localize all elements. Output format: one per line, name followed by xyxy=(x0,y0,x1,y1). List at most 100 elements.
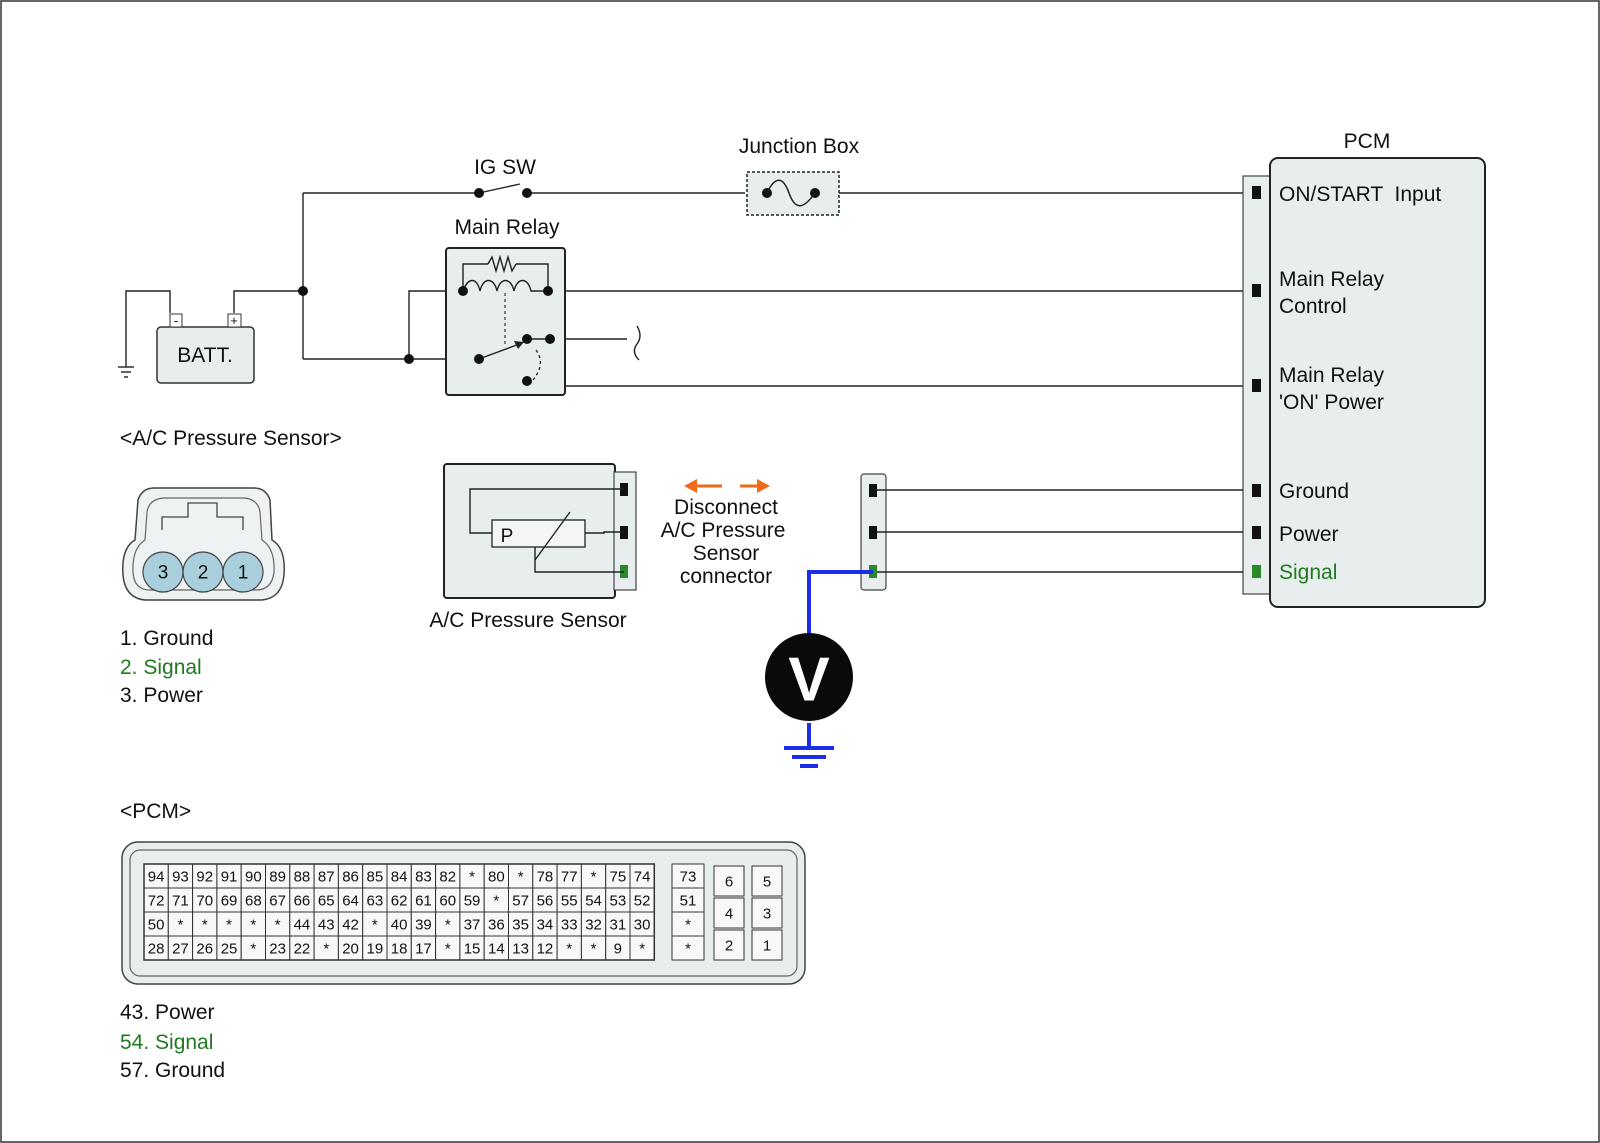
pcm-pin-2: 2 xyxy=(725,938,733,955)
pcm-pin-61: 61 xyxy=(415,893,432,910)
pcm-pin-cell xyxy=(629,911,655,937)
pcm-pin-35: 35 xyxy=(512,917,529,934)
pcm-pin-cell xyxy=(216,863,242,889)
pcm-pin-cell xyxy=(459,863,485,889)
pcm-pin-26: 26 xyxy=(196,941,213,958)
pcm-pin-main-relay-control-1: Main Relay xyxy=(1279,268,1385,291)
pcm-pin-cell xyxy=(532,887,558,913)
pcm-pin-86: 86 xyxy=(342,869,359,886)
pcm-pin-36: 36 xyxy=(488,917,505,934)
pcm-pin-power: Power xyxy=(1279,523,1339,546)
pcm-pin-cell xyxy=(532,935,558,961)
voltmeter-label: V xyxy=(788,646,829,715)
pcm-pin-68: 68 xyxy=(245,893,262,910)
sensor-pin-3: 3 xyxy=(158,563,169,584)
pcm-pin-main-relay-on-power-2: 'ON' Power xyxy=(1279,391,1384,414)
battery-positive-label: + xyxy=(230,313,238,328)
pcm-pin-84: 84 xyxy=(391,869,408,886)
power-wiring xyxy=(118,183,1243,387)
pcm-pin-88: 88 xyxy=(294,869,311,886)
ac-pressure-sensor: P xyxy=(443,463,637,599)
pcm-pin-unused: * xyxy=(275,917,281,934)
pcm-pin-52: 52 xyxy=(634,893,651,910)
pcm-pin-56: 56 xyxy=(537,893,554,910)
pcm-pin-4: 4 xyxy=(725,906,733,923)
pcm-pin-57: 57 xyxy=(512,893,529,910)
pcm-pin-34: 34 xyxy=(537,917,554,934)
pcm-pin-62: 62 xyxy=(391,893,408,910)
pcm-pin-54: 54 xyxy=(585,893,602,910)
pcm-pin-94: 94 xyxy=(148,869,165,886)
pcm-pin-43: 43 xyxy=(318,917,335,934)
pcm-pin-15: 15 xyxy=(464,941,481,958)
pcm-pin-83: 83 xyxy=(415,869,432,886)
pcm-pin-3: 3 xyxy=(763,906,771,923)
pcm-pin-55: 55 xyxy=(561,893,578,910)
pcm-pin-23: 23 xyxy=(269,941,286,958)
pcm-grid-border xyxy=(143,863,656,961)
harness-connector xyxy=(860,473,1243,591)
pcm-pin-75: 75 xyxy=(610,869,627,886)
pcm-pin-on-start: ON/START Input xyxy=(1279,183,1441,206)
pcm-pin-unused: * xyxy=(250,941,256,958)
sensor-legend-power: 3. Power xyxy=(120,684,203,707)
pcm-pin-terminals xyxy=(1252,186,1261,578)
pcm-pin-66: 66 xyxy=(294,893,311,910)
pcm-pin-59: 59 xyxy=(464,893,481,910)
pcm-pin-6: 6 xyxy=(725,874,733,891)
pcm-pin-92: 92 xyxy=(196,869,213,886)
pcm-pin-31: 31 xyxy=(610,917,627,934)
pcm-legend-power: 43. Power xyxy=(120,1001,215,1024)
pcm-pin-42: 42 xyxy=(342,917,359,934)
pcm-pin-cell xyxy=(240,863,266,889)
pcm-pin-unused: * xyxy=(518,869,524,886)
pcm-pin-87: 87 xyxy=(318,869,335,886)
pcm-pin-unused: * xyxy=(445,941,451,958)
pcm-pin-5: 5 xyxy=(763,874,771,891)
pcm-pin-cell xyxy=(167,911,194,937)
pcm-pin-85: 85 xyxy=(367,869,384,886)
disconnect-note-line1: Disconnect xyxy=(674,496,778,519)
pcm-pin-cell xyxy=(289,935,315,961)
pcm-pin-cell xyxy=(629,887,655,913)
pcm-pin-cell xyxy=(216,911,242,937)
pcm-pin-unused: * xyxy=(323,941,329,958)
pcm-pin-cell xyxy=(313,911,339,937)
sensor-p-label: P xyxy=(501,526,514,547)
pcm-pin-cell xyxy=(337,863,364,889)
pcm-pin-12: 12 xyxy=(537,941,554,958)
pcm-pin-cell xyxy=(713,865,745,897)
pcm-pin-69: 69 xyxy=(221,893,238,910)
pcm-pin-63: 63 xyxy=(367,893,384,910)
pcm-pin-1: 1 xyxy=(763,938,771,955)
pcm-pin-cell xyxy=(337,911,364,937)
pcm-pin-cell xyxy=(556,887,582,913)
pcm-pin-39: 39 xyxy=(415,917,432,934)
pcm-pin-cell xyxy=(671,911,705,937)
pcm-pin-20: 20 xyxy=(342,941,359,958)
pcm-pin-74: 74 xyxy=(634,869,651,886)
pcm-pin-18: 18 xyxy=(391,941,408,958)
ig-switch-contact xyxy=(474,188,484,198)
pcm-pin-cell xyxy=(580,887,607,913)
pcm-pin-unused: * xyxy=(469,869,475,886)
ac-sensor-connector-face: 3 2 1 xyxy=(122,487,285,601)
pcm-pin-cell xyxy=(265,887,291,913)
pcm-pin-73: 73 xyxy=(680,869,697,886)
pcm-pin-ground: Ground xyxy=(1279,480,1349,503)
voltmeter: V xyxy=(765,570,873,768)
pcm-pin-cell xyxy=(751,865,783,897)
pcm-pin-cell xyxy=(751,929,783,961)
disconnect-note-line2: A/C Pressure xyxy=(661,519,786,542)
pcm-pin-cell xyxy=(671,935,705,961)
pcm-pin-40: 40 xyxy=(391,917,408,934)
pcm-pin-cell xyxy=(240,911,266,937)
pcm-pin-cell xyxy=(192,887,218,913)
battery-label: BATT. xyxy=(177,344,233,367)
pcm-pin-33: 33 xyxy=(561,917,578,934)
pcm-pin-65: 65 xyxy=(318,893,335,910)
pcm-pin-cell xyxy=(362,887,388,913)
pcm-legend-signal: 54. Signal xyxy=(120,1031,213,1054)
pcm-pin-cell xyxy=(713,897,745,929)
